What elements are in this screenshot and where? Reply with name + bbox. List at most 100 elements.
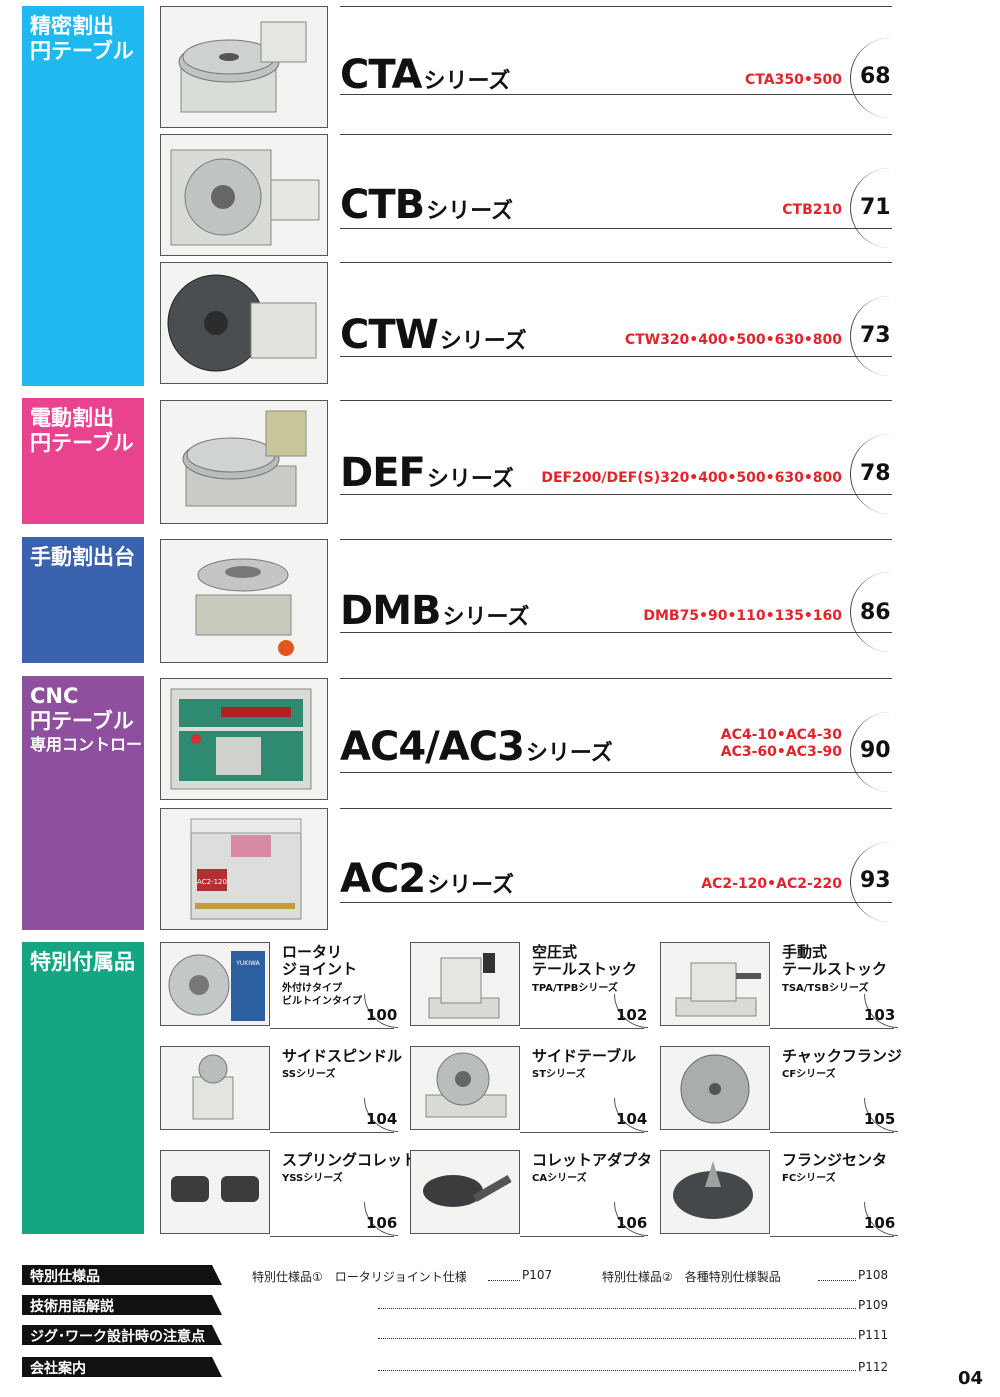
series-title-ac2: AC2シリーズ xyxy=(340,856,514,902)
accessory-title: ロータリ ジョイント xyxy=(282,944,357,978)
title-line: スプリングコレット xyxy=(282,1151,418,1169)
page-number[interactable]: 106 xyxy=(864,1214,896,1232)
accessory-title: サイドスピンドル xyxy=(282,1048,402,1065)
accessory-subtitle: TSA/TSBシリーズ xyxy=(782,982,869,995)
model-list: CTA350•500 xyxy=(745,72,842,89)
title-line: ロータリ xyxy=(282,943,343,961)
section-band-company[interactable]: 会社案内 xyxy=(22,1357,222,1377)
section-band-jig-notes[interactable]: ジグ･ワーク設計時の注意点 xyxy=(22,1325,222,1345)
page-number[interactable]: 103 xyxy=(864,1006,896,1024)
row-divider xyxy=(340,134,892,135)
accessory-subtitle: FCシリーズ xyxy=(782,1172,836,1185)
accessory-image-chuck-flange xyxy=(660,1046,770,1130)
accessory-image-air-tailstock xyxy=(410,942,520,1026)
accessory-image-collet-adapter xyxy=(410,1150,520,1234)
page-number[interactable]: 100 xyxy=(366,1006,398,1024)
section-band-glossary[interactable]: 技術用語解説 xyxy=(22,1295,222,1315)
sub-line: TPA/TPBシリーズ xyxy=(532,983,618,994)
page-arc xyxy=(850,712,930,792)
page-number[interactable]: 102 xyxy=(616,1006,648,1024)
page-number[interactable]: 93 xyxy=(860,868,891,893)
page-arc xyxy=(850,168,930,248)
divider xyxy=(270,1028,394,1029)
sub-line: CAシリーズ xyxy=(532,1173,587,1184)
page-number[interactable]: 106 xyxy=(616,1214,648,1232)
page-number[interactable]: 71 xyxy=(860,195,891,220)
index-entry: 特別仕様品② 各種特別仕様製品 xyxy=(602,1270,781,1284)
accessory-image-rotary-joint: YUKIWA xyxy=(160,942,270,1026)
page-number[interactable]: 68 xyxy=(860,64,891,89)
page-folio: 04 xyxy=(958,1368,984,1389)
index-entry: 特別仕様品① ロータリジョイント仕様 xyxy=(252,1270,467,1284)
series-name: CTA xyxy=(340,52,422,98)
page-number[interactable]: 73 xyxy=(860,323,891,348)
title-line: サイドスピンドル xyxy=(282,1047,403,1065)
model-line: CTB210 xyxy=(782,202,842,218)
series-title-ctb: CTBシリーズ xyxy=(340,182,513,228)
divider xyxy=(270,1132,394,1133)
leader-dots xyxy=(378,1338,856,1339)
page-arc xyxy=(850,434,930,514)
divider xyxy=(770,1028,894,1029)
index-page[interactable]: P111 xyxy=(858,1328,889,1342)
page-number[interactable]: 104 xyxy=(616,1110,648,1128)
page-number[interactable]: 105 xyxy=(864,1110,896,1128)
accessory-image-side-table xyxy=(410,1046,520,1130)
leader-dots xyxy=(378,1308,856,1309)
divider xyxy=(770,1132,894,1133)
product-image-ac2: AC2-120 xyxy=(160,808,328,930)
page-number[interactable]: 106 xyxy=(366,1214,398,1232)
page-number[interactable]: 104 xyxy=(366,1110,398,1128)
accessory-image-manual-tailstock xyxy=(660,942,770,1026)
sub-line: 外付けタイプ xyxy=(282,983,342,994)
leader-dots xyxy=(378,1370,856,1371)
title-line: 手動式 xyxy=(782,943,828,961)
accessory-subtitle: 外付けタイプ ビルトインタイプ xyxy=(282,982,362,1008)
band-label: 技術用語解説 xyxy=(30,1299,114,1315)
product-image-ac4-ac3 xyxy=(160,678,328,800)
product-image-def xyxy=(160,400,328,524)
row-divider xyxy=(340,539,892,540)
row-divider xyxy=(340,678,892,679)
index-page[interactable]: P108 xyxy=(858,1268,889,1282)
row-divider xyxy=(340,808,892,809)
band-label: 特別仕様品 xyxy=(30,1269,100,1285)
model-line: AC3-60•AC3-90 xyxy=(720,744,842,760)
model-line: DEF200/DEF(S)320•400•500•630•800 xyxy=(541,470,842,486)
section-band-special[interactable]: 特別仕様品 xyxy=(22,1265,222,1285)
sub-line: TSA/TSBシリーズ xyxy=(782,983,869,994)
title-line: テールストック xyxy=(532,960,638,978)
product-image-ctb xyxy=(160,134,328,256)
index-page[interactable]: P112 xyxy=(858,1360,889,1374)
row-divider xyxy=(340,356,892,357)
page-number[interactable]: 90 xyxy=(860,738,891,763)
row-divider xyxy=(340,494,892,495)
model-list: AC4-10•AC4-30 AC3-60•AC3-90 xyxy=(721,727,842,761)
index-page[interactable]: P107 xyxy=(522,1268,553,1282)
page-number[interactable]: 86 xyxy=(860,600,891,625)
series-name: CTB xyxy=(340,182,425,228)
accessory-title: サイドテーブル xyxy=(532,1048,636,1065)
page-number[interactable]: 78 xyxy=(860,461,891,486)
category-precision: 精密割出 円テーブル xyxy=(22,6,144,386)
series-title-dmb: DMBシリーズ xyxy=(340,588,529,634)
category-label: 電動割出 xyxy=(30,406,114,430)
category-cnc: CNC 円テーブル 専用コントローラ xyxy=(22,676,158,930)
series-suffix: シリーズ xyxy=(442,605,530,630)
category-accessories: 特別付属品 xyxy=(22,942,144,1234)
series-suffix: シリーズ xyxy=(426,199,514,224)
band-label: 会社案内 xyxy=(30,1361,86,1377)
row-divider xyxy=(340,400,892,401)
series-title-def: DEFシリーズ xyxy=(340,450,514,496)
row-divider xyxy=(340,902,892,903)
sub-line: STシリーズ xyxy=(532,1069,586,1080)
title-line: テールストック xyxy=(782,960,888,978)
accessory-subtitle: STシリーズ xyxy=(532,1068,586,1081)
category-label: 円テーブル xyxy=(30,431,134,455)
title-line: チャックフランジ xyxy=(782,1047,902,1065)
category-electric: 電動割出 円テーブル xyxy=(22,398,144,524)
index-page[interactable]: P109 xyxy=(858,1298,889,1312)
page-arc xyxy=(850,296,930,376)
ac2-badge-label: AC2-120 xyxy=(197,878,227,886)
divider xyxy=(520,1028,644,1029)
